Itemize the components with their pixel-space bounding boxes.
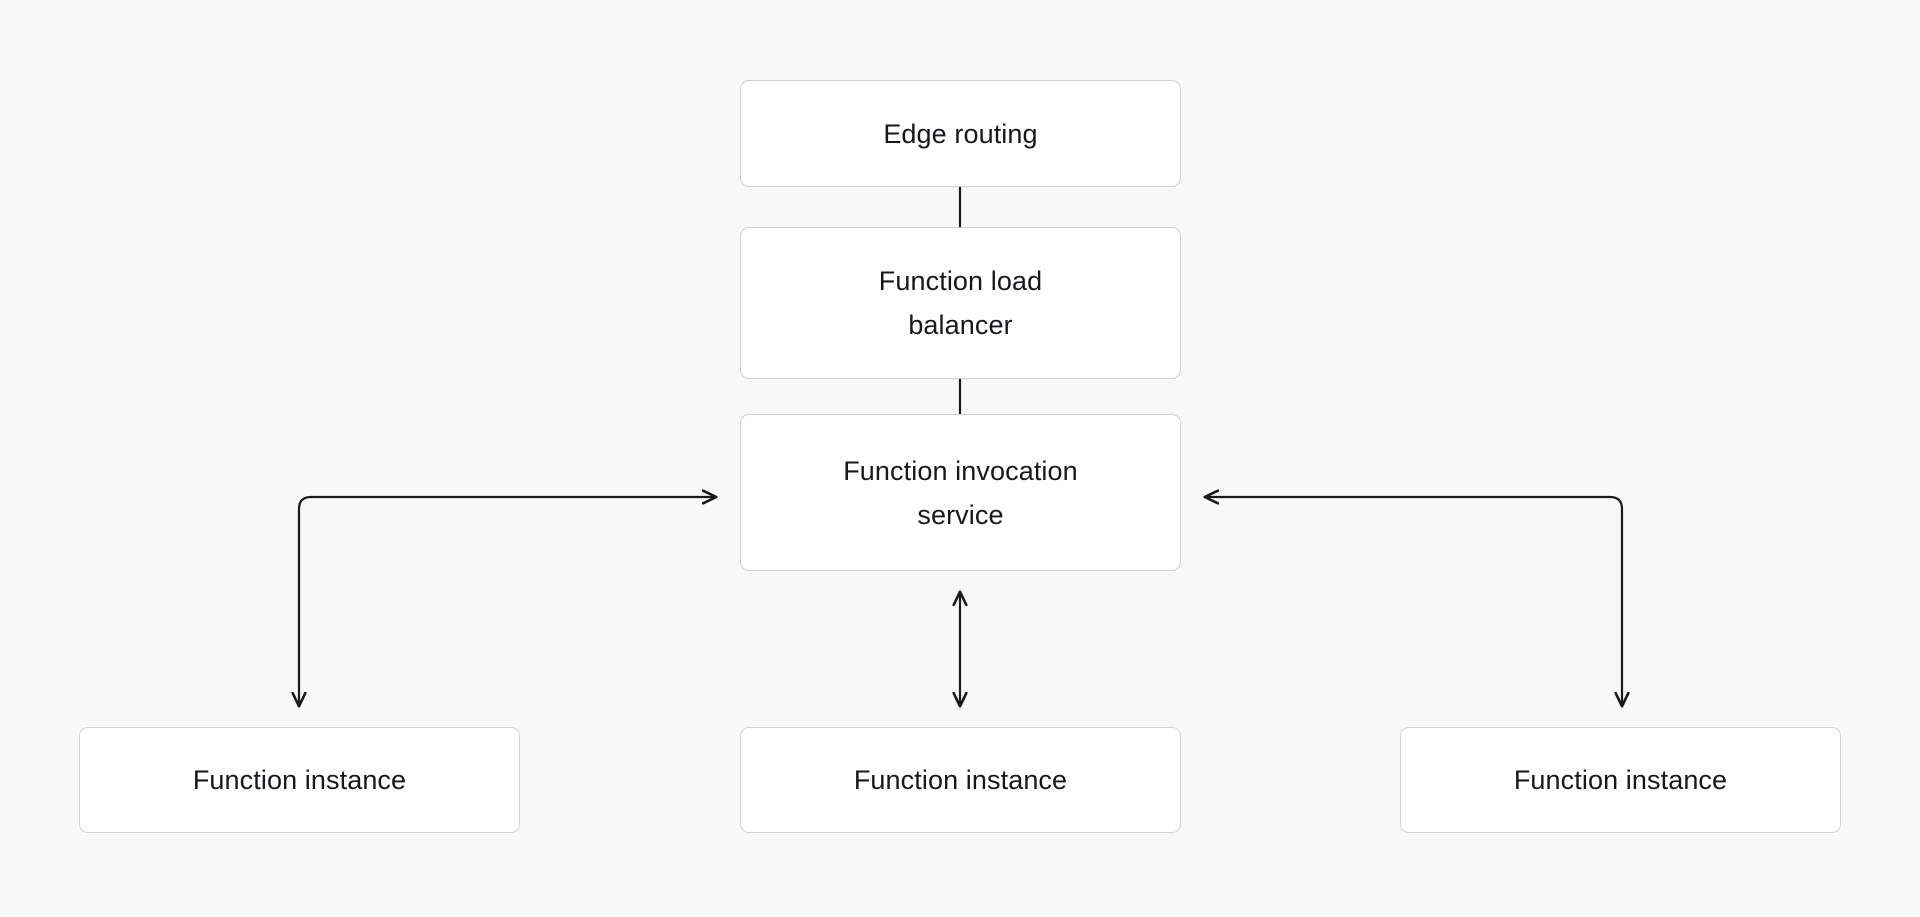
connector-instance-right-loop xyxy=(1205,497,1622,706)
node-function-instance-middle-label: Function instance xyxy=(853,765,1068,795)
node-edge-routing[interactable]: Edge routing xyxy=(740,80,1181,187)
node-function-invocation-service-label: Function invocation service xyxy=(843,455,1078,530)
node-edge-routing-label: Edge routing xyxy=(883,118,1038,149)
node-function-instance-middle[interactable]: Function instance xyxy=(740,727,1181,833)
node-function-instance-left-label: Function instance xyxy=(192,765,407,795)
node-function-instance-right-label: Function instance xyxy=(1513,765,1728,795)
node-function-load-balancer[interactable]: Function load balancer xyxy=(740,227,1181,379)
connector-instance-left-loop xyxy=(299,497,716,706)
node-function-load-balancer-label: Function load balancer xyxy=(878,266,1043,340)
node-function-instance-left[interactable]: Function instance xyxy=(79,727,520,833)
node-function-instance-right[interactable]: Function instance xyxy=(1400,727,1841,833)
node-function-invocation-service[interactable]: Function invocation service xyxy=(740,414,1181,571)
